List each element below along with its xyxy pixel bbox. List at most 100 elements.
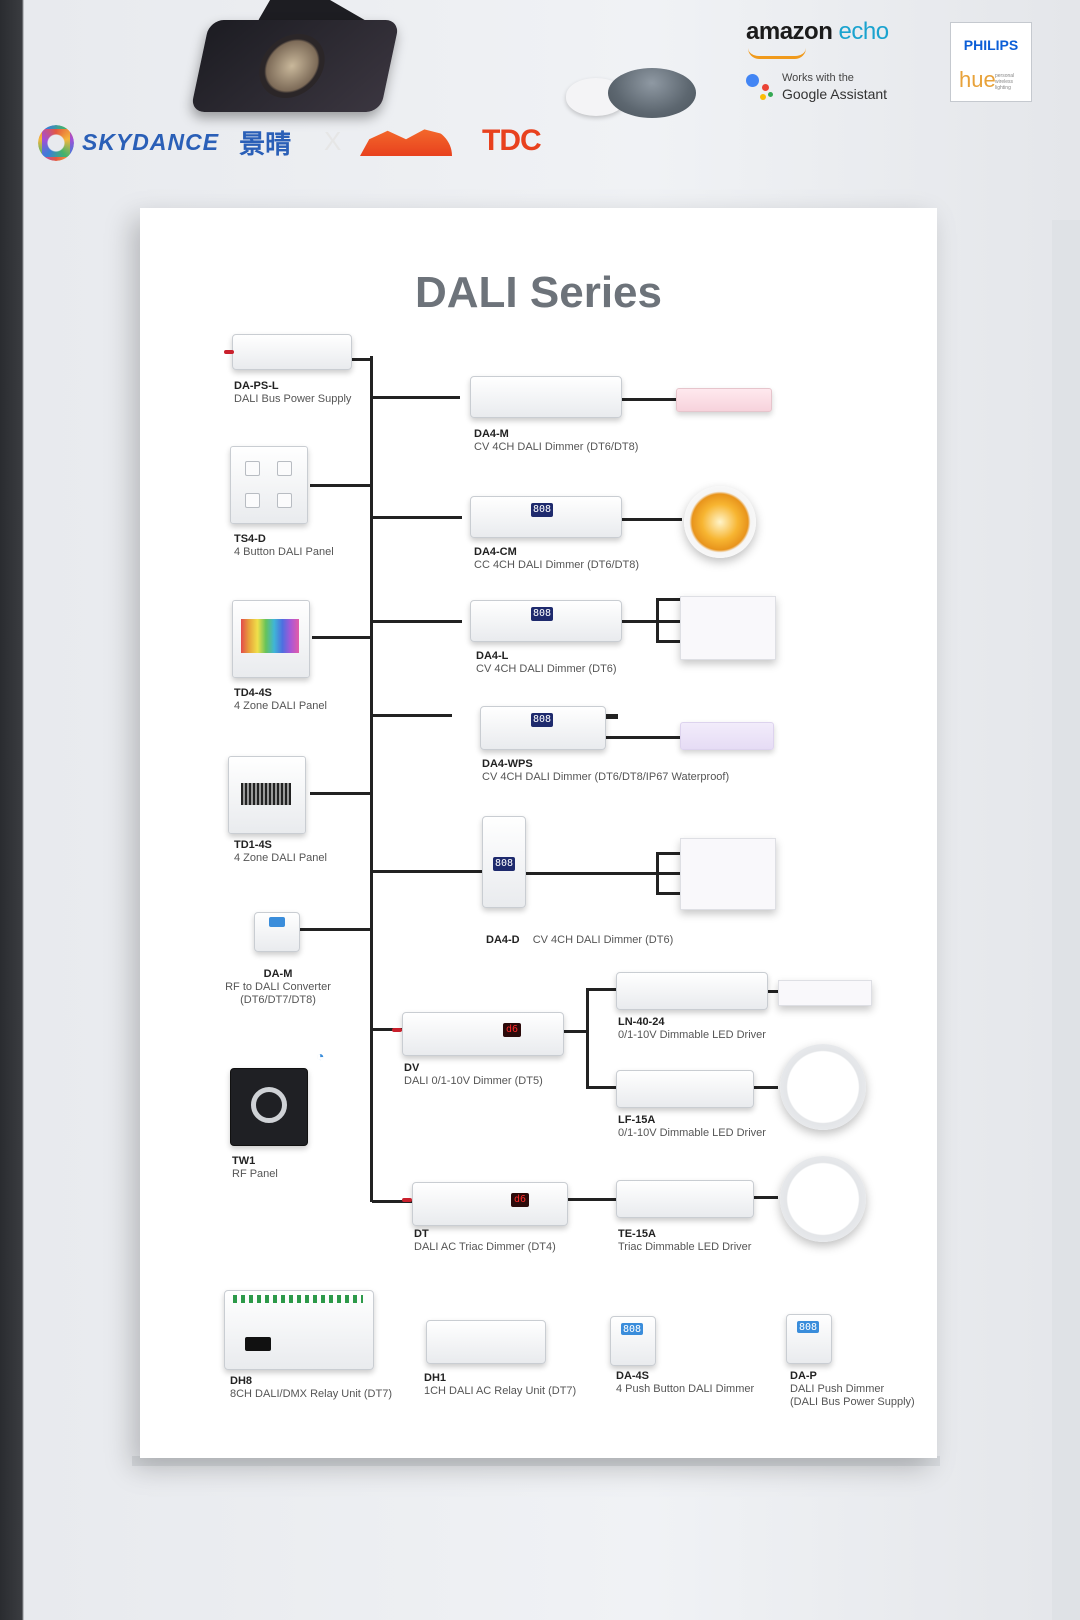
- da-ps-l-device: [232, 334, 352, 370]
- dh1-label: DH1 1CH DALI AC Relay Unit (DT7): [424, 1372, 576, 1398]
- dt-device: d6: [412, 1182, 568, 1226]
- dv-code: DV: [404, 1062, 420, 1074]
- td1-4s-slider-bar: [241, 783, 291, 805]
- dh8-device: [224, 1290, 374, 1370]
- da-m-device: [254, 912, 300, 952]
- dh1-device: [426, 1320, 546, 1364]
- te-15a-code: TE-15A: [618, 1228, 656, 1240]
- tw1-code: TW1: [232, 1155, 256, 1167]
- led-panel-da4-l: [680, 596, 776, 660]
- amazon-word: amazon: [746, 18, 833, 45]
- hue-word: hue: [959, 67, 996, 92]
- da-m-desc-2: (DT6/DT7/DT8): [240, 994, 316, 1006]
- da-4s-label: DA-4S 4 Push Button DALI Dimmer: [616, 1370, 754, 1396]
- lf-15a-code: LF-15A: [618, 1114, 656, 1126]
- wire-td4-4s: [312, 636, 372, 639]
- wire-da4-l-out: [620, 620, 656, 623]
- da4-wps-label: DA4-WPS CV 4CH DALI Dimmer (DT6/DT8/IP67…: [482, 758, 729, 784]
- da-p-label: DA-P DALI Push Dimmer (DALI Bus Power Su…: [790, 1370, 915, 1409]
- dh8-code: DH8: [230, 1375, 253, 1387]
- da-4s-device: 808: [610, 1316, 656, 1366]
- dv-device: d6: [402, 1012, 564, 1056]
- da-m-code: DA-M: [263, 968, 293, 980]
- ln-40-24-label: LN-40-24 0/1-10V Dimmable LED Driver: [618, 1016, 766, 1042]
- da-ps-l-wire-end: [224, 350, 234, 354]
- td1-4s-label: TD1-4S 4 Zone DALI Panel: [234, 839, 327, 865]
- wire-da4-d-out-c: [656, 892, 680, 895]
- jingqing-word: 景晴: [239, 129, 292, 159]
- da-ps-l-desc: DALI Bus Power Supply: [234, 393, 352, 405]
- da-p-desc-2: (DALI Bus Power Supply): [790, 1396, 915, 1408]
- board-title: DALI Series: [415, 268, 662, 317]
- amazon-smile-icon: [748, 48, 806, 59]
- wire-da4-d: [372, 870, 482, 873]
- wire-da4-wps-out: [604, 714, 618, 719]
- da4-cm-code: DA4-CM: [474, 546, 517, 558]
- smartphone-image: [190, 20, 400, 112]
- wire-da4-l: [372, 620, 462, 623]
- lf-15a-device: [616, 1070, 754, 1108]
- da-m-desc-1: RF to DALI Converter: [225, 981, 331, 993]
- wire-te-out: [752, 1196, 778, 1199]
- wire-lf-out: [752, 1086, 778, 1089]
- board-bottom-edge: [132, 1456, 940, 1466]
- round-panel-lf: [780, 1044, 866, 1130]
- da4-wps-desc: CV 4CH DALI Dimmer (DT6/DT8/IP67 Waterpr…: [482, 771, 730, 783]
- wire-da4-m: [372, 396, 460, 399]
- google-assistant-icon: [746, 72, 776, 102]
- skydance-logo: SKYDANCE 景晴: [38, 124, 291, 161]
- da-ps-l-code: DA-PS-L: [234, 380, 279, 392]
- tw1-desc: RF Panel: [232, 1168, 278, 1180]
- wire-dv-out: [562, 1030, 586, 1033]
- tw1-label: TW1 RF Panel: [232, 1155, 278, 1181]
- tdc-word: TDC: [482, 124, 542, 157]
- echo-dot-image: [608, 68, 696, 118]
- wire-da4-l-out-a: [656, 598, 680, 601]
- wire-ln-out: [766, 990, 778, 993]
- da4-cm-desc: CC 4CH DALI Dimmer (DT6/DT8): [474, 559, 640, 571]
- da-p-display: 808: [797, 1321, 819, 1333]
- wire-da4-cm: [372, 516, 462, 519]
- td1-4s-desc: 4 Zone DALI Panel: [234, 852, 327, 864]
- da4-wps-code: DA4-WPS: [482, 758, 533, 770]
- lf-15a-label: LF-15A 0/1-10V Dimmable LED Driver: [618, 1114, 766, 1140]
- amazon-echo-logo: amazon echo: [746, 18, 889, 46]
- dt-label: DT DALI AC Triac Dimmer (DT4): [414, 1228, 556, 1254]
- ts4-d-device: [230, 446, 308, 524]
- da4-l-display: 808: [531, 607, 553, 621]
- dt-display: d6: [511, 1193, 529, 1207]
- led-panel-da4-d: [680, 838, 776, 910]
- da4-m-label: DA4-M CV 4CH DALI Dimmer (DT6/DT8): [474, 428, 638, 454]
- wire-da4-l-out-b: [656, 620, 680, 623]
- dh1-code: DH1: [424, 1372, 447, 1384]
- dv-display: d6: [503, 1023, 521, 1037]
- echo-word: echo: [838, 18, 890, 45]
- dt-wire-end: [402, 1198, 412, 1202]
- da-m-indicator: [269, 917, 285, 927]
- da4-m-desc: CV 4CH DALI Dimmer (DT6/DT8): [474, 441, 639, 453]
- dv-label: DV DALI 0/1-10V Dimmer (DT5): [404, 1062, 543, 1088]
- wire-da4-d-out-a: [656, 852, 680, 855]
- da-4s-code: DA-4S: [616, 1370, 650, 1382]
- dh1-desc: 1CH DALI AC Relay Unit (DT7): [424, 1385, 577, 1397]
- td4-4s-device: [232, 600, 310, 678]
- ts4-d-desc: 4 Button DALI Panel: [234, 546, 334, 558]
- ts4-d-button-2: [277, 461, 292, 476]
- ln-40-24-desc: 0/1-10V Dimmable LED Driver: [618, 1029, 766, 1041]
- wire-da4-m-out: [620, 398, 676, 401]
- da4-d-label: DA4-D CV 4CH DALI Dimmer (DT6): [486, 934, 673, 947]
- google-assistant-text: Works with the Google Assistant: [782, 70, 887, 102]
- te-15a-label: TE-15A Triac Dimmable LED Driver: [618, 1228, 751, 1254]
- dh8-screen: [245, 1337, 271, 1351]
- google-line-2: Google Assistant: [782, 86, 888, 102]
- wire-da4-wps-out-b: [604, 736, 680, 739]
- ts4-d-button-3: [245, 493, 260, 508]
- da4-d-desc: CV 4CH DALI Dimmer (DT6): [532, 934, 674, 946]
- da4-l-desc: CV 4CH DALI Dimmer (DT6): [476, 663, 617, 675]
- dv-wire-end: [392, 1028, 402, 1032]
- da4-cm-label: DA4-CM CC 4CH DALI Dimmer (DT6/DT8): [474, 546, 639, 572]
- dh8-label: DH8 8CH DALI/DMX Relay Unit (DT7): [230, 1375, 392, 1401]
- philips-hue-logo: PHILIPS hue personal wireless lighting: [950, 22, 1032, 102]
- wire-da4-d-out: [524, 872, 656, 875]
- ts4-d-button-1: [245, 461, 260, 476]
